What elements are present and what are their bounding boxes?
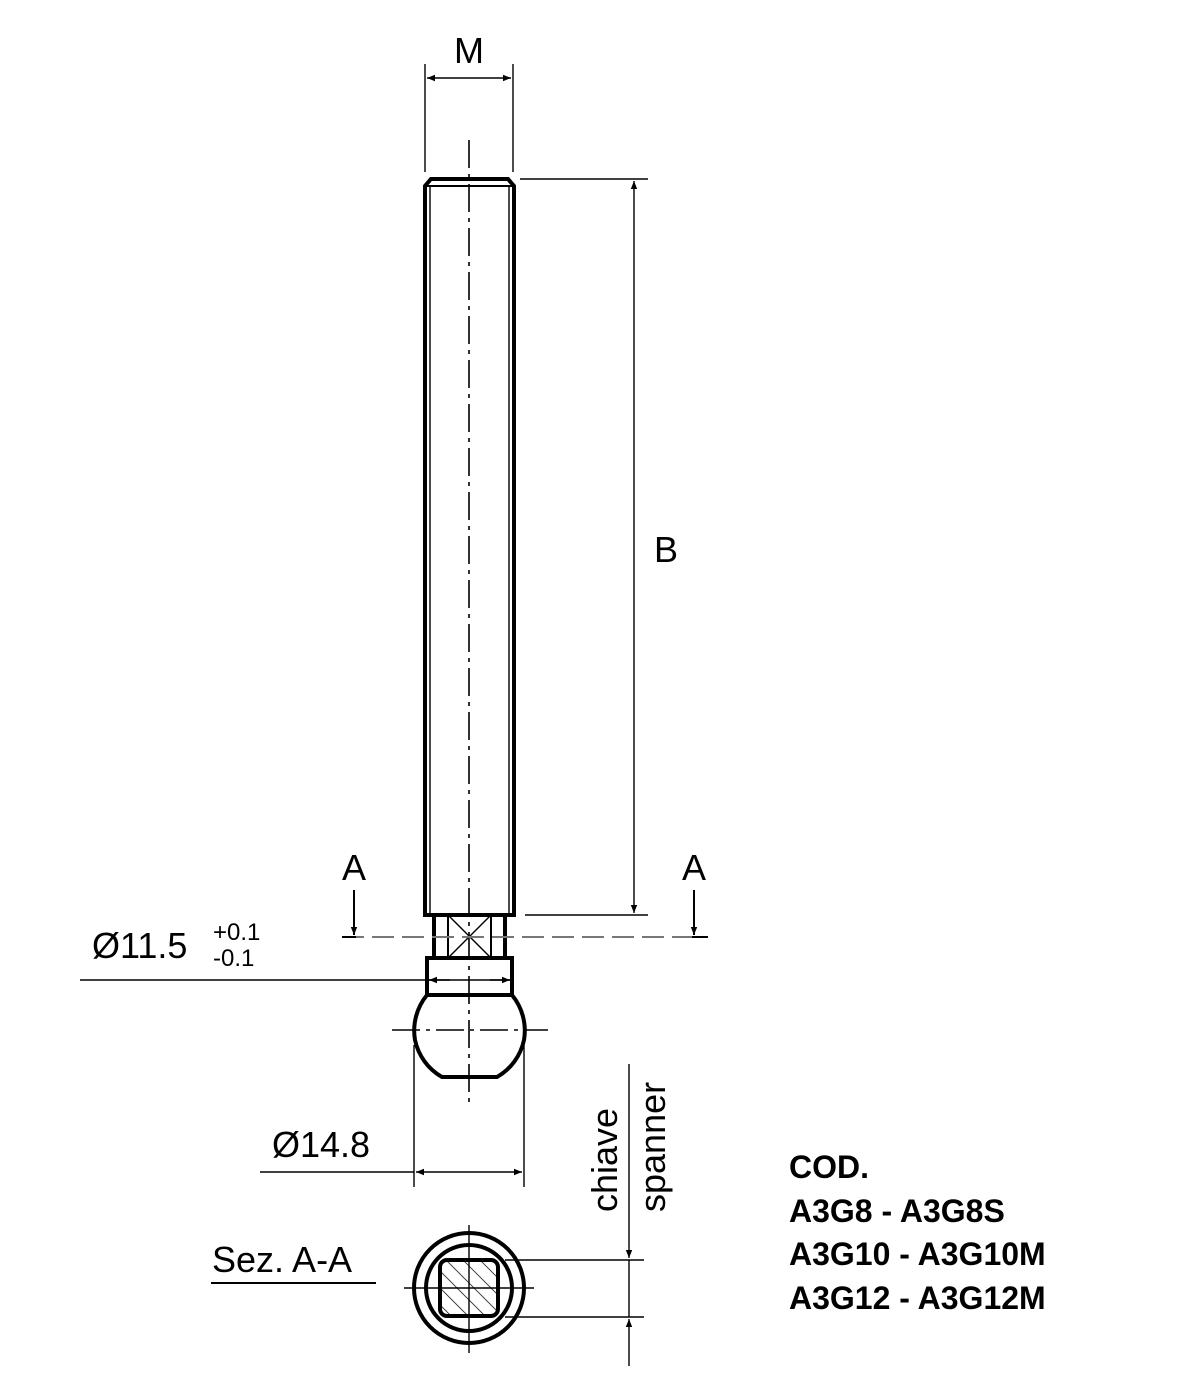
code-header: COD. xyxy=(789,1149,869,1185)
section-view: Sez. A-A chiave spanner xyxy=(211,1064,673,1366)
spanner-label-it: chiave xyxy=(584,1108,625,1212)
section-marker-right: A xyxy=(682,847,706,888)
section-marker-left: A xyxy=(342,847,366,888)
code-item: A3G10 - A3G10M xyxy=(789,1236,1046,1272)
ball-diameter-dimension: Ø14.8 xyxy=(260,1045,525,1187)
collar: Ø11.5 +0.1 -0.1 xyxy=(80,919,514,997)
code-item: A3G12 - A3G12M xyxy=(789,1280,1046,1316)
length-dimension: B xyxy=(520,178,678,916)
neck-diameter-label: Ø11.5 xyxy=(92,925,187,966)
code-list: COD. A3G8 - A3G8S A3G10 - A3G10M A3G12 -… xyxy=(789,1149,1046,1316)
length-label: B xyxy=(654,529,678,570)
code-item: A3G8 - A3G8S xyxy=(789,1193,1005,1229)
shaft xyxy=(423,140,516,1108)
section-line: A A xyxy=(342,847,708,938)
ball-diameter-label: Ø14.8 xyxy=(272,1124,370,1165)
thread-dimension: M xyxy=(424,30,514,172)
neck-tolerance-upper: +0.1 xyxy=(213,919,260,946)
neck-tolerance-lower: -0.1 xyxy=(213,945,254,972)
ball xyxy=(392,993,548,1079)
thread-label: M xyxy=(454,30,484,71)
spanner-label-en: spanner xyxy=(632,1082,673,1212)
section-title: Sez. A-A xyxy=(212,1239,352,1280)
